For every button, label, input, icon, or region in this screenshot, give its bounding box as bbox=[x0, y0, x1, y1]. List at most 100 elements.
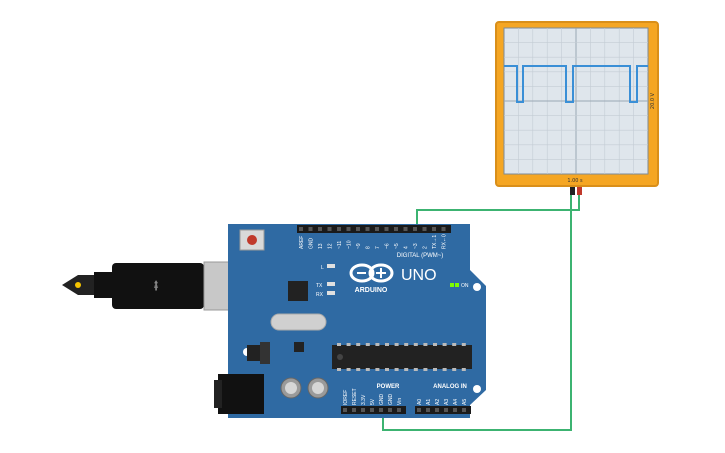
analog-pin[interactable] bbox=[453, 408, 457, 412]
board-pcb bbox=[228, 224, 486, 418]
digital-pin-label: ~9 bbox=[356, 243, 362, 249]
digital-pin[interactable] bbox=[327, 227, 332, 231]
power-pin[interactable] bbox=[388, 408, 392, 412]
digital-pin[interactable] bbox=[403, 227, 408, 231]
mount-hole bbox=[473, 385, 481, 393]
oscilloscope[interactable]: 1.00 s 20.0 V bbox=[495, 21, 659, 195]
digital-pin-label: TX→1 bbox=[432, 235, 438, 249]
digital-pin-label: AREF bbox=[299, 236, 305, 249]
digital-pin-label: ~5 bbox=[394, 243, 400, 249]
digital-pin[interactable] bbox=[422, 227, 427, 231]
dc-power-jack-front bbox=[214, 380, 222, 408]
led-rx bbox=[327, 291, 335, 295]
analog-pin[interactable] bbox=[444, 408, 448, 412]
chip-notch bbox=[337, 354, 343, 360]
analog-pin-label: A4 bbox=[453, 399, 459, 405]
power-pin[interactable] bbox=[343, 408, 347, 412]
arduino-logo-icon bbox=[349, 263, 394, 283]
usb-cable-tip bbox=[75, 282, 81, 288]
digital-pin-label: ~10 bbox=[347, 240, 353, 249]
digital-pin[interactable] bbox=[432, 227, 436, 231]
digital-pin[interactable] bbox=[413, 227, 417, 231]
power-pin-label: RESET bbox=[352, 388, 358, 405]
analog-pin[interactable] bbox=[435, 408, 439, 412]
digital-pin[interactable] bbox=[356, 227, 360, 231]
digital-pin[interactable] bbox=[337, 227, 341, 231]
power-pin[interactable] bbox=[379, 408, 383, 412]
mcu-pins bbox=[337, 343, 466, 371]
on-label: ON bbox=[461, 283, 469, 289]
model-label: UNO bbox=[401, 267, 437, 284]
digital-pin-label: ~3 bbox=[413, 243, 419, 249]
analog-pin-label: A0 bbox=[417, 399, 423, 405]
probe-negative[interactable] bbox=[570, 187, 575, 195]
digital-pin[interactable] bbox=[318, 227, 322, 231]
digital-pin[interactable] bbox=[441, 227, 446, 231]
led-l-label: L bbox=[321, 265, 324, 271]
analog-pin[interactable] bbox=[462, 408, 466, 412]
digital-pin-label: RX←0 bbox=[442, 234, 448, 249]
digital-pin-label: 8 bbox=[366, 246, 372, 249]
analog-pin[interactable] bbox=[417, 408, 421, 412]
analog-pin-label: A2 bbox=[435, 399, 441, 405]
wire-signal[interactable] bbox=[416, 195, 580, 230]
led-tx bbox=[327, 282, 335, 286]
power-pin[interactable] bbox=[361, 408, 365, 412]
power-pin-label: 5V bbox=[370, 398, 376, 405]
digital-pin[interactable] bbox=[375, 227, 379, 231]
digital-pin[interactable] bbox=[394, 227, 398, 231]
digital-header-title: DIGITAL (PWM~) bbox=[397, 253, 444, 259]
capacitor-top bbox=[285, 382, 297, 394]
digital-pin[interactable] bbox=[346, 227, 351, 231]
analog-pin[interactable] bbox=[426, 408, 430, 412]
voltage-regulator bbox=[247, 342, 270, 364]
digital-pin-label: 2 bbox=[423, 246, 429, 249]
digital-pin[interactable] bbox=[384, 227, 389, 231]
usb-plug-body bbox=[112, 263, 204, 309]
power-pin[interactable] bbox=[370, 408, 374, 412]
digital-pin[interactable] bbox=[299, 227, 303, 231]
power-led bbox=[450, 283, 454, 287]
atmega-microcontroller bbox=[332, 345, 472, 369]
led-tx-label: TX bbox=[316, 283, 323, 289]
digital-pin[interactable] bbox=[365, 227, 370, 231]
led-rx-label: RX bbox=[316, 292, 324, 298]
dc-power-jack[interactable] bbox=[218, 374, 264, 414]
digital-pin-label: 12 bbox=[328, 243, 334, 249]
digital-pin[interactable] bbox=[308, 227, 313, 231]
digital-pin-label: 4 bbox=[404, 246, 410, 249]
power-header-title: POWER bbox=[377, 384, 400, 390]
usb-symbol-icon: ⭻ bbox=[153, 276, 159, 295]
power-pin-label: IOREF bbox=[343, 390, 349, 405]
oscilloscope-trace bbox=[504, 65, 648, 103]
usb-chip bbox=[288, 281, 308, 301]
power-pin-label: GND bbox=[388, 394, 394, 406]
wire-ground[interactable] bbox=[382, 195, 572, 431]
analog-header-title: ANALOG IN bbox=[433, 384, 467, 390]
digital-pin-label: 7 bbox=[375, 246, 381, 249]
power-pin[interactable] bbox=[397, 408, 401, 412]
brand-label: ARDUINO bbox=[355, 287, 388, 294]
power-pin-label: Vin bbox=[397, 398, 403, 405]
analog-pin-label: A5 bbox=[462, 399, 468, 405]
digital-pin-label: ~6 bbox=[385, 243, 391, 249]
analog-pin-label: A1 bbox=[426, 399, 432, 405]
probe-positive[interactable] bbox=[577, 187, 582, 195]
power-pin-label: 3.3V bbox=[361, 394, 367, 405]
oscilloscope-grid bbox=[504, 28, 648, 174]
reset-button-cap[interactable] bbox=[247, 235, 257, 245]
digital-pin-label: 13 bbox=[318, 243, 324, 249]
power-led bbox=[455, 283, 459, 287]
time-per-div-label: 1.00 s bbox=[567, 178, 583, 184]
digital-pin-label: ~11 bbox=[337, 241, 343, 249]
volts-per-div-label: 20.0 V bbox=[650, 92, 656, 109]
power-pin[interactable] bbox=[352, 408, 356, 412]
digital-pin-label: GND bbox=[309, 238, 315, 250]
small-chip bbox=[294, 342, 304, 352]
analog-pin-label: A3 bbox=[444, 399, 450, 405]
